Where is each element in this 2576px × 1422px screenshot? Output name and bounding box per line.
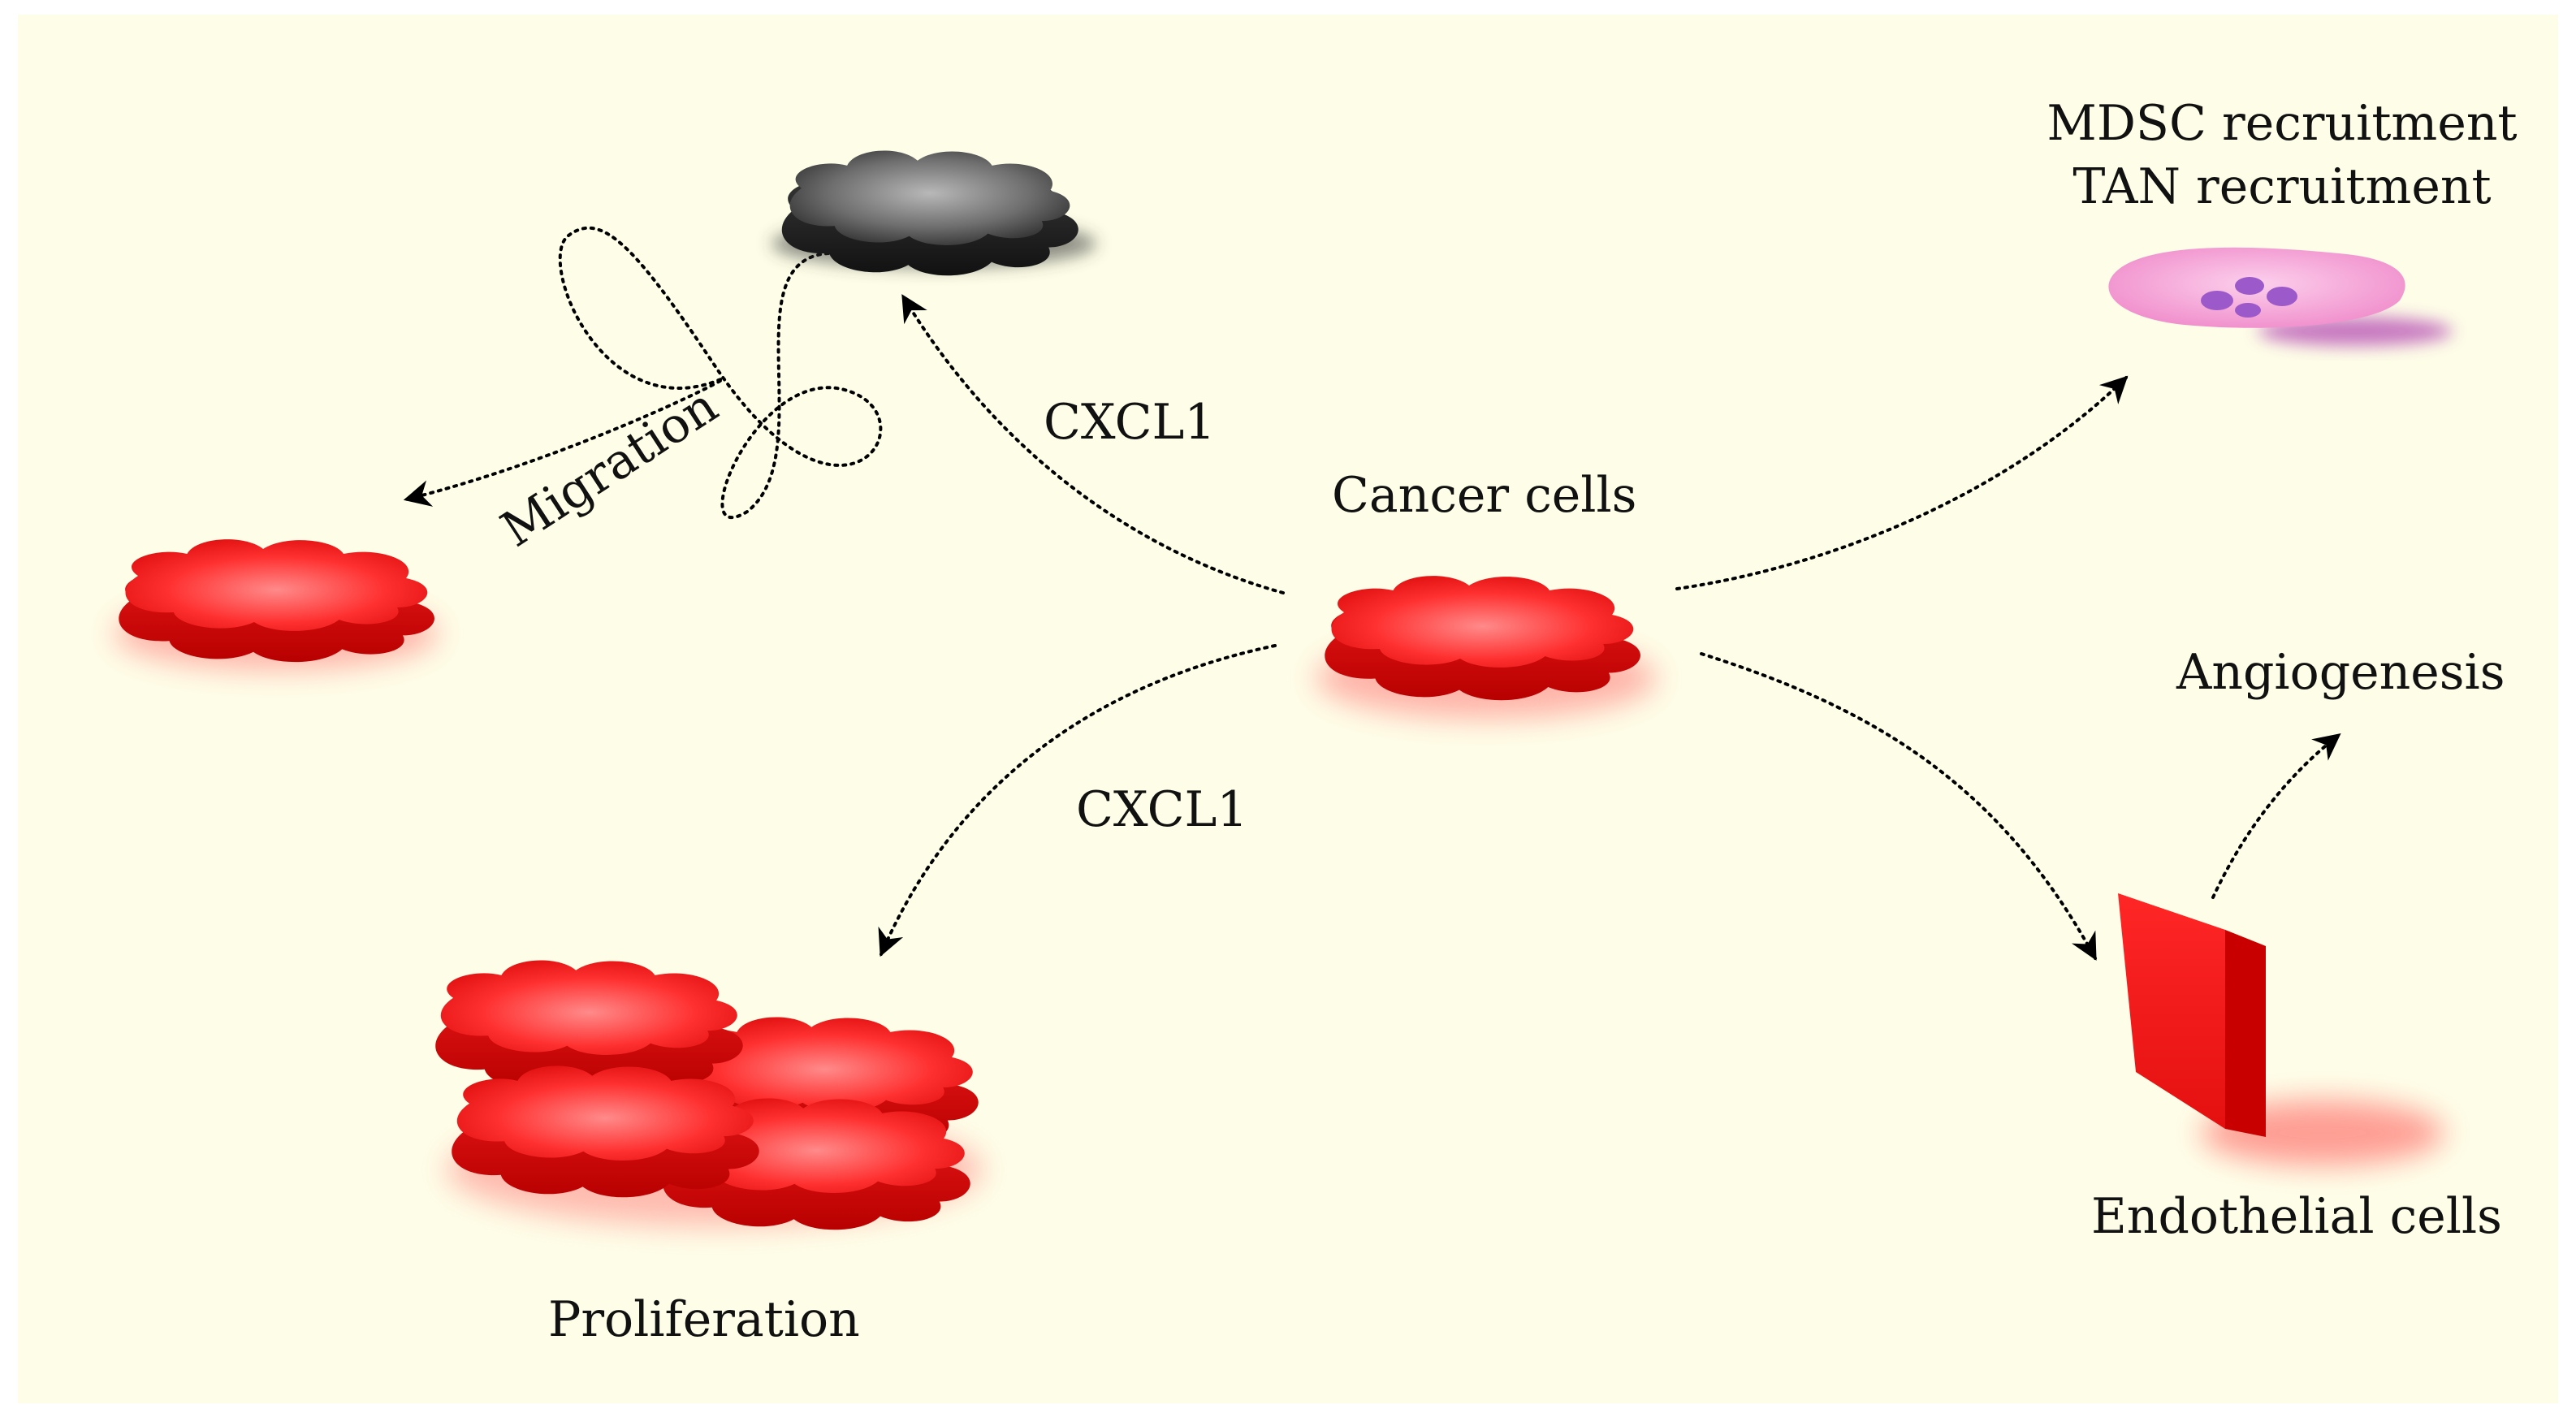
endothelial-cell-icon (2118, 893, 2444, 1165)
migration-path (403, 226, 883, 520)
neutrophil-nucleus-icon (2201, 277, 2297, 318)
endothelial-cells-label: Endothelial cells (2091, 1188, 2502, 1245)
tan-recruitment-label: TAN recruitment (2072, 158, 2491, 215)
cancer-cells-label: Cancer cells (1332, 467, 1636, 524)
arrow-cancer-to-neutrophil (1675, 375, 2129, 590)
arrow-endothelial-to-angiogenesis (2211, 733, 2341, 899)
proliferation-cluster-icon (435, 960, 983, 1230)
arrow-cancer-to-immune (901, 294, 1285, 594)
arrow-cancer-to-endothelial (1700, 652, 2097, 961)
cxcl1-label-bottom: CXCL1 (1076, 781, 1248, 838)
arrow-cancer-to-proliferation (878, 644, 1277, 957)
neutrophil-icon (2108, 247, 2453, 346)
immune-cell-icon (772, 150, 1096, 276)
mdsc-recruitment-label: MDSC recruitment (2047, 95, 2517, 152)
angiogenesis-label: Angiogenesis (2176, 644, 2505, 701)
arrows-group (403, 226, 2341, 961)
diagram-background (18, 15, 2558, 1403)
cancer-cell-icon (1316, 576, 1657, 719)
migrated-cancer-cell-icon (114, 539, 439, 670)
cxcl1-label-top: CXCL1 (1044, 394, 1216, 451)
proliferation-label: Proliferation (548, 1291, 860, 1348)
